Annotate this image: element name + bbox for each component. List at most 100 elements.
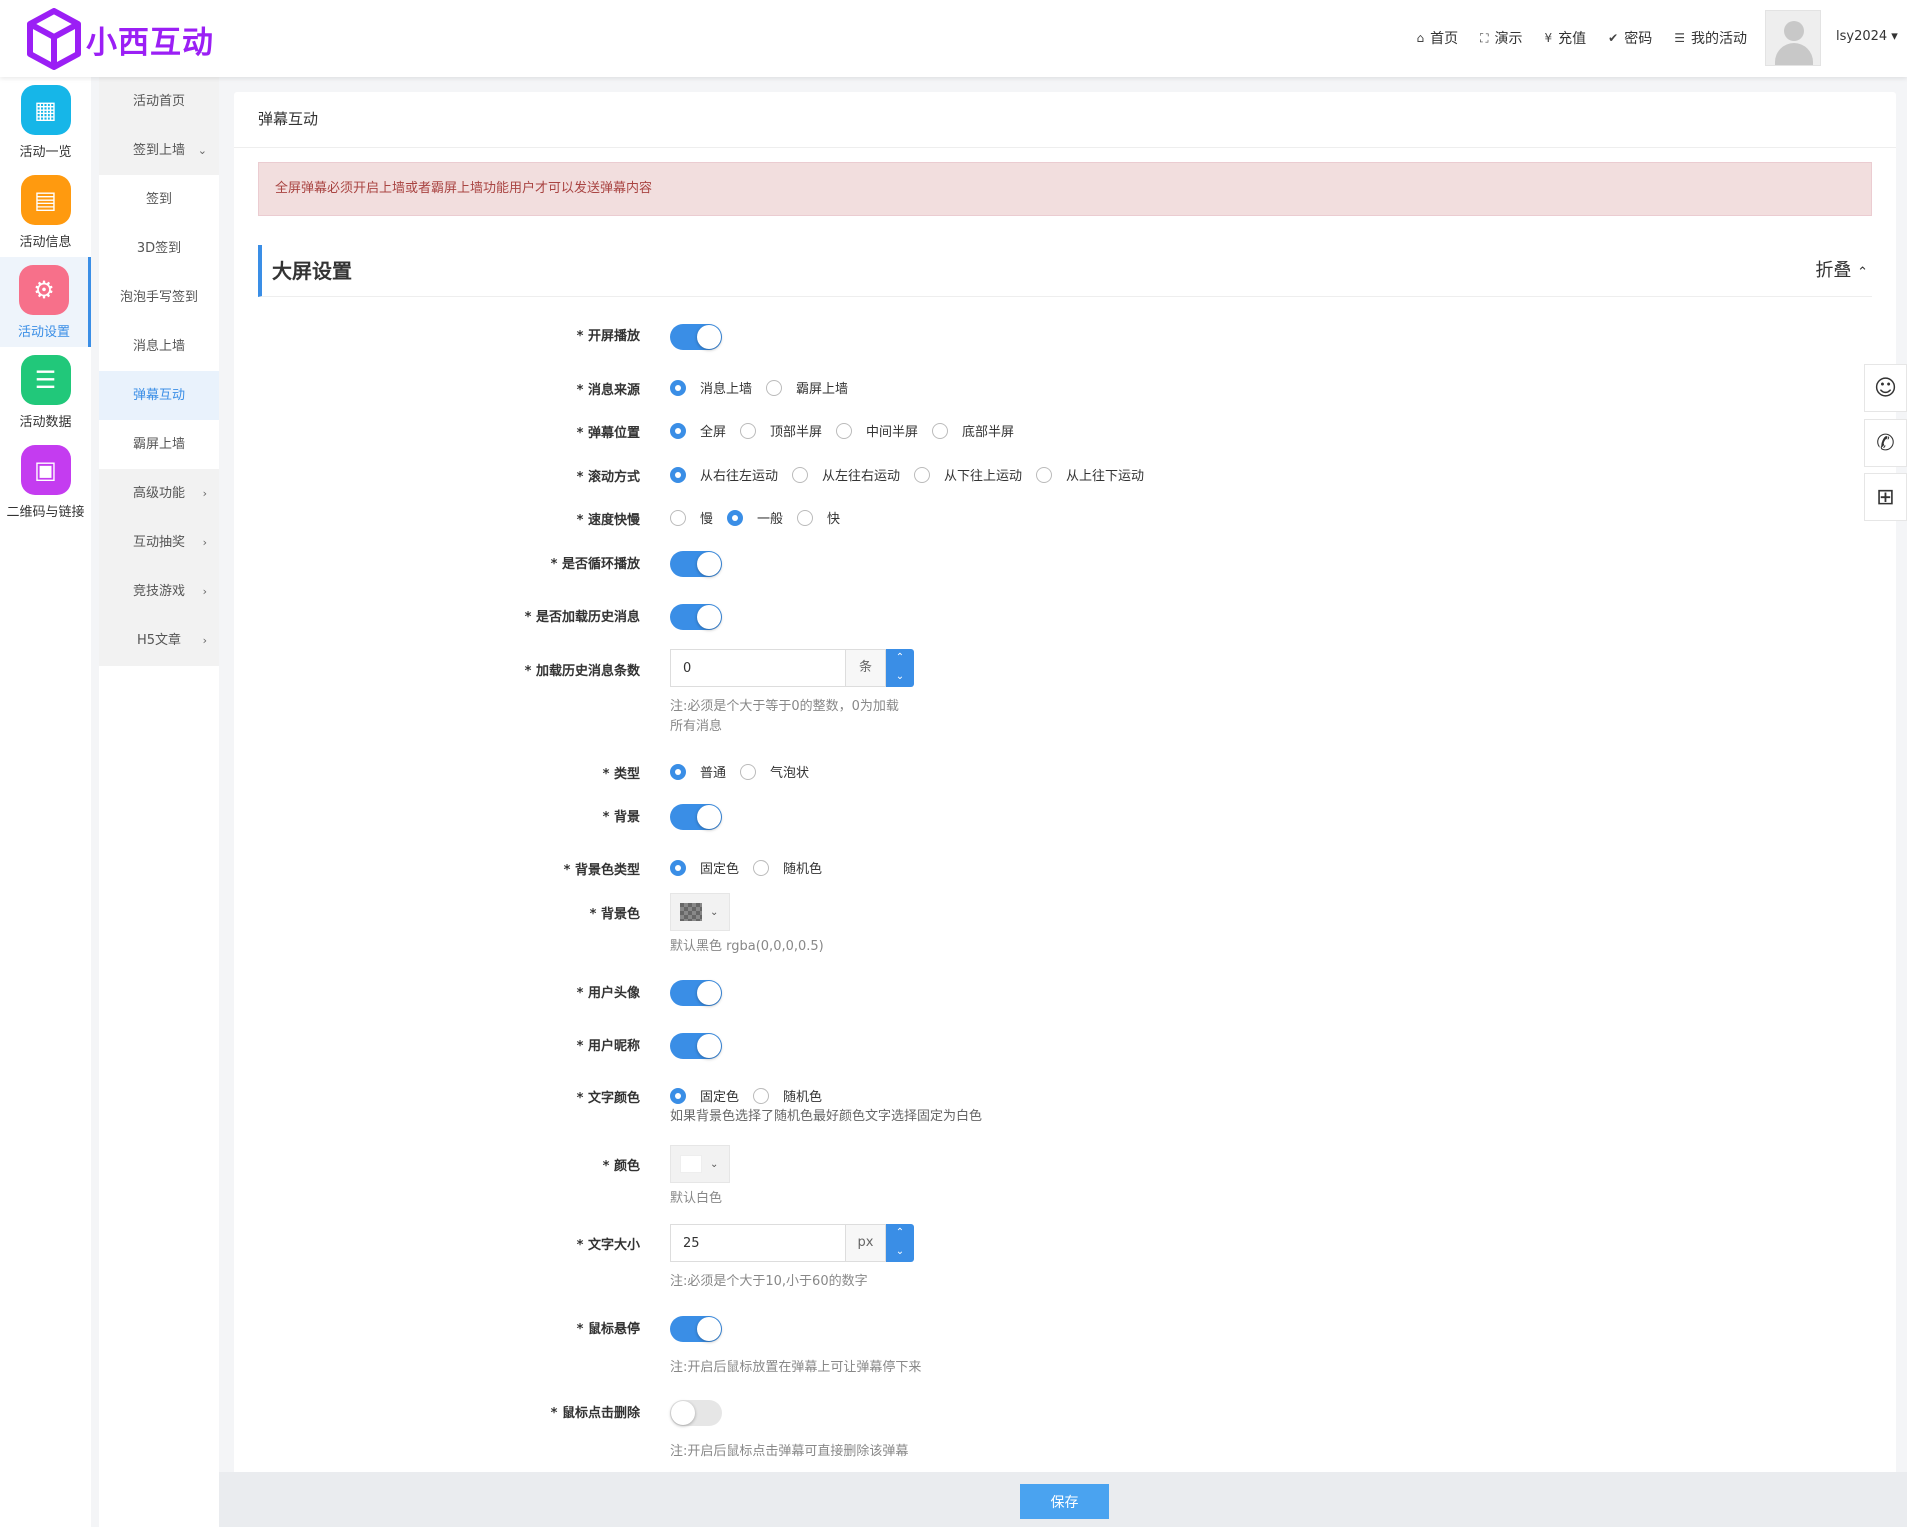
background-switch[interactable] xyxy=(670,804,722,830)
radio-position-top[interactable]: 顶部半屏 xyxy=(740,421,822,440)
radio-speed-slow[interactable]: 慢 xyxy=(670,508,713,527)
top-header: 小西互动 ⌂首页 ⛶演示 ¥充值 ✔密码 ☰我的活动 lsy2024 ▾ xyxy=(0,0,1907,77)
radio-scroll-btt[interactable]: 从下往上运动 xyxy=(914,465,1022,484)
phone-service-button[interactable]: ✆ xyxy=(1864,419,1907,467)
spin-down-icon[interactable]: ⌄ xyxy=(895,671,905,682)
sidebar-item-settings[interactable]: ⚙ 活动设置 xyxy=(0,257,91,347)
radio-dot xyxy=(670,1087,686,1104)
radio-position-full[interactable]: 全屏 xyxy=(670,421,726,440)
sidebar-item-data[interactable]: ☰ 活动数据 xyxy=(0,347,91,437)
text-color-picker[interactable]: ⌄ xyxy=(670,1145,730,1183)
subnav-fullscreen-wall[interactable]: 霸屏上墙 xyxy=(99,420,219,469)
subnav-danmaku[interactable]: 弹幕互动 xyxy=(99,371,219,420)
radio-text-fixed[interactable]: 固定色 xyxy=(670,1086,739,1105)
qq-service-button[interactable]: ☺ xyxy=(1864,364,1907,412)
subnav-signin[interactable]: 签到 xyxy=(99,175,219,224)
avatar-switch[interactable] xyxy=(670,980,722,1006)
radio-position-middle[interactable]: 中间半屏 xyxy=(836,421,918,440)
nav-my-activities[interactable]: ☰我的活动 xyxy=(1674,28,1747,48)
field-label: * 背景色类型 xyxy=(563,863,640,878)
save-button[interactable]: 保存 xyxy=(1020,1484,1109,1519)
radio-scroll-ltr[interactable]: 从左往右运动 xyxy=(792,465,900,484)
field-label: * 用户昵称 xyxy=(576,1039,640,1054)
section-title: 大屏设置 xyxy=(272,259,352,283)
click-delete-switch[interactable] xyxy=(670,1400,722,1426)
nav-demo[interactable]: ⛶演示 xyxy=(1480,28,1522,48)
avatar[interactable] xyxy=(1765,10,1821,66)
radio-bg-fixed[interactable]: 固定色 xyxy=(670,858,739,877)
nav-recharge[interactable]: ¥充值 xyxy=(1545,28,1587,48)
autoplay-switch[interactable] xyxy=(670,324,722,350)
subnav-signin-wall[interactable]: 签到上墙⌄ xyxy=(99,126,219,175)
subnav-games[interactable]: 竞技游戏› xyxy=(99,567,219,616)
field-label: * 是否加载历史消息 xyxy=(524,610,640,625)
radio-speed-fast[interactable]: 快 xyxy=(797,508,840,527)
spin-up-icon[interactable]: ⌃ xyxy=(895,1227,905,1238)
nav-recharge-label: 充值 xyxy=(1558,31,1587,47)
text-color-hint: 如果背景色选择了随机色最好颜色文字选择固定为白色 xyxy=(670,1109,983,1124)
nickname-switch[interactable] xyxy=(670,1033,722,1059)
nav-my-activities-label: 我的活动 xyxy=(1691,31,1747,47)
sidebar-item-activities[interactable]: ▦ 活动一览 xyxy=(0,77,91,167)
radio-type-normal[interactable]: 普通 xyxy=(670,762,726,781)
user-menu[interactable]: lsy2024 ▾ xyxy=(1836,29,1898,44)
subnav-h5[interactable]: H5文章 › xyxy=(99,616,219,665)
control xyxy=(670,324,722,350)
radio-dot xyxy=(1036,466,1053,483)
spin-down-icon[interactable]: ⌄ xyxy=(895,1246,905,1257)
qrcode-icon: ▣ xyxy=(20,445,71,495)
qrcode-service-button[interactable]: ⊞ xyxy=(1864,473,1907,521)
sidebar-label: 活动设置 xyxy=(17,325,70,340)
spinner: ⌃⌄ xyxy=(886,1224,914,1262)
main-sidebar: ▦ 活动一览 ▤ 活动信息 ⚙ 活动设置 ☰ 活动数据 ▣ 二维码与链接 xyxy=(0,77,91,1527)
source-radio-group: 消息上墙 霸屏上墙 xyxy=(670,378,862,397)
subnav-home[interactable]: 活动首页 xyxy=(99,77,219,126)
brand-logo[interactable]: 小西互动 xyxy=(26,8,214,70)
bg-color-type-radio-group: 固定色 随机色 xyxy=(670,858,836,877)
nav-demo-label: 演示 xyxy=(1494,31,1523,47)
subnav-3d-signin[interactable]: 3D签到 xyxy=(99,224,219,273)
chevron-right-icon: › xyxy=(202,634,207,647)
radio-source-message[interactable]: 消息上墙 xyxy=(670,378,752,397)
section-header: 大屏设置 折叠 ⌃ xyxy=(258,245,1872,297)
subnav-advanced[interactable]: 高级功能› xyxy=(99,469,219,518)
speed-radio-group: 慢 一般 快 xyxy=(670,508,854,527)
subnav-label: 泡泡手写签到 xyxy=(119,290,198,305)
radio-dot xyxy=(670,379,686,396)
field-label: * 弹幕位置 xyxy=(576,426,640,441)
nav-home[interactable]: ⌂首页 xyxy=(1417,28,1459,48)
subnav-label: H5文章 xyxy=(136,633,182,648)
hover-pause-switch[interactable] xyxy=(670,1316,722,1342)
cube-logo-icon xyxy=(27,8,81,70)
subnav-label: 互动抽奖 xyxy=(132,535,185,550)
nav-password[interactable]: ✔密码 xyxy=(1608,28,1652,48)
subnav-message-wall[interactable]: 消息上墙 xyxy=(99,322,219,371)
radio-scroll-rtl[interactable]: 从右往左运动 xyxy=(670,465,778,484)
radio-text-random[interactable]: 随机色 xyxy=(753,1086,822,1105)
radio-position-bottom[interactable]: 底部半屏 xyxy=(932,421,1014,440)
switch-knob xyxy=(697,981,721,1005)
home-icon: ⌂ xyxy=(1416,31,1425,45)
radio-label: 随机色 xyxy=(783,862,823,877)
subnav-label: 弹幕互动 xyxy=(132,388,185,403)
loop-switch[interactable] xyxy=(670,551,722,577)
subnav-label: 高级功能 xyxy=(132,486,185,501)
radio-type-bubble[interactable]: 气泡状 xyxy=(740,762,809,781)
spin-up-icon[interactable]: ⌃ xyxy=(895,652,905,663)
radio-speed-normal[interactable]: 一般 xyxy=(727,508,783,527)
radio-source-fullscreen[interactable]: 霸屏上墙 xyxy=(766,378,848,397)
history-switch[interactable] xyxy=(670,604,722,630)
history-count-input[interactable] xyxy=(670,649,846,687)
radio-scroll-ttb[interactable]: 从上往下运动 xyxy=(1036,465,1144,484)
sidebar-item-qrcode[interactable]: ▣ 二维码与链接 xyxy=(0,437,91,527)
sidebar-item-info[interactable]: ▤ 活动信息 xyxy=(0,167,91,257)
subnav-lottery[interactable]: 互动抽奖› xyxy=(99,518,219,567)
font-size-input[interactable] xyxy=(670,1224,846,1262)
grid-icon: ▦ xyxy=(20,85,71,135)
collapse-toggle[interactable]: 折叠 ⌃ xyxy=(1815,256,1868,282)
history-count-stepper: 条 ⌃⌄ xyxy=(670,649,914,687)
radio-label: 固定色 xyxy=(700,1090,740,1105)
subnav-bubble-signin[interactable]: 泡泡手写签到 xyxy=(99,273,219,322)
bg-color-picker[interactable]: ⌄ xyxy=(670,893,730,931)
radio-bg-random[interactable]: 随机色 xyxy=(753,858,822,877)
